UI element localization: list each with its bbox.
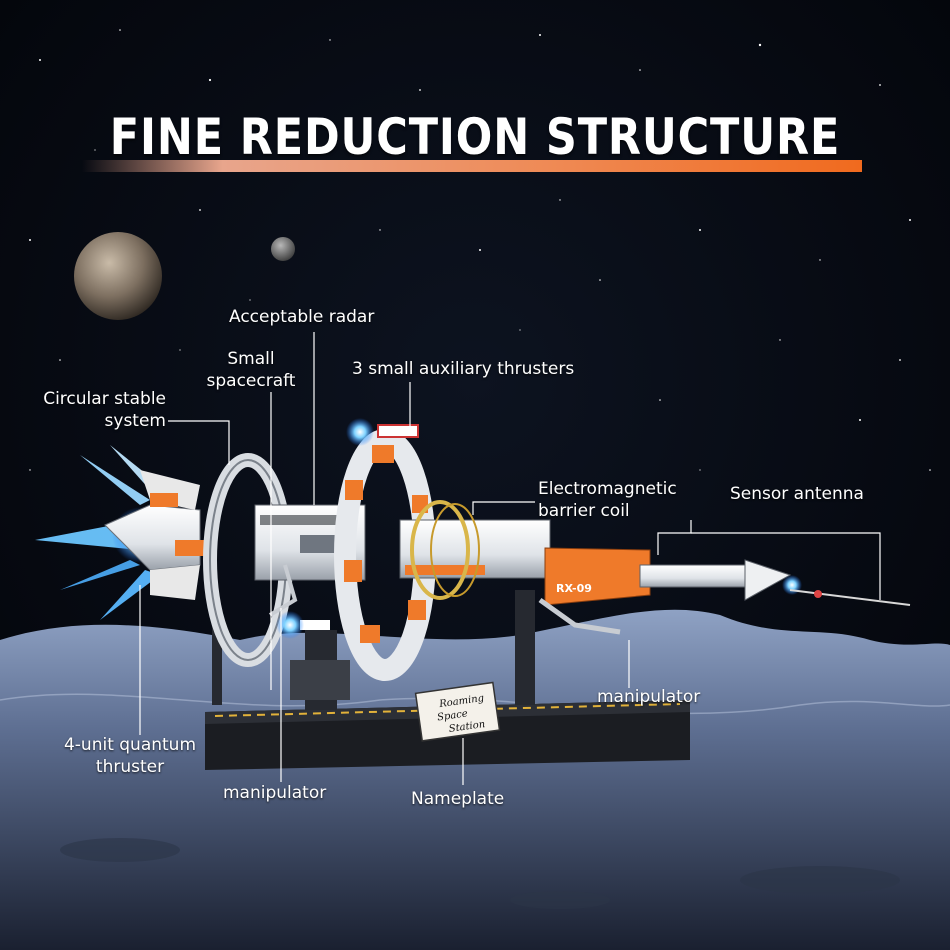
sensor-antenna — [789, 589, 911, 606]
large-planet — [74, 232, 162, 320]
label-circular-stable-line2: system — [104, 411, 166, 431]
right-stand — [515, 590, 535, 705]
label-quantum-thruster-line1: 4-unit quantum — [63, 735, 197, 755]
crater — [510, 891, 610, 909]
label-manipulator-right: manipulator — [597, 687, 701, 707]
label-sensor-antenna: Sensor antenna — [730, 484, 864, 504]
space-station-model: RX-09 — [35, 418, 911, 681]
manipulator-arm-left — [268, 564, 298, 617]
label-small-spacecraft-line1: Small — [227, 349, 275, 369]
label-manipulator-left: manipulator — [223, 783, 327, 803]
label-circular-stable-line1: Circular stable — [43, 389, 166, 409]
callout-lines — [139, 332, 881, 785]
label-small-spacecraft-line2: spacecraft — [206, 371, 296, 391]
manipulator-arm-right — [538, 597, 621, 635]
label-em-barrier-coil: Electromagnetic barrier coil — [538, 478, 677, 522]
label-quantum-thruster-line2: thruster — [95, 757, 165, 777]
nameplate: Roaming Space Station — [414, 681, 501, 742]
headline: FINE REDUCTION STRUCTURE — [0, 108, 950, 188]
label-em-coil-line2: barrier coil — [538, 501, 630, 521]
label-aux-thrusters: 3 small auxiliary thrusters — [352, 359, 575, 379]
stars — [29, 29, 931, 471]
nameplate-line-2: Space — [436, 708, 468, 723]
crater — [60, 838, 180, 862]
page-title: FINE REDUCTION STRUCTURE — [109, 108, 841, 166]
label-acceptable-radar: Acceptable radar — [229, 307, 375, 327]
aux-thrusters — [276, 418, 419, 639]
thruster-post — [212, 610, 222, 705]
title-underline-bar — [82, 160, 862, 172]
nameplate-line-3: Station — [448, 719, 486, 735]
label-circular-stable-system: Circular stable system — [20, 388, 166, 432]
model-badge: RX-09 — [556, 582, 592, 595]
label-nameplate: Nameplate — [411, 789, 505, 809]
label-em-coil-line1: Electromagnetic — [538, 479, 677, 499]
lunar-surface — [0, 609, 950, 950]
crater — [740, 866, 900, 894]
label-quantum-thruster: 4-unit quantum thruster — [55, 734, 205, 778]
label-small-spacecraft: Small spacecraft — [200, 348, 302, 392]
em-barrier-coil — [410, 500, 470, 600]
small-planet — [271, 237, 295, 261]
